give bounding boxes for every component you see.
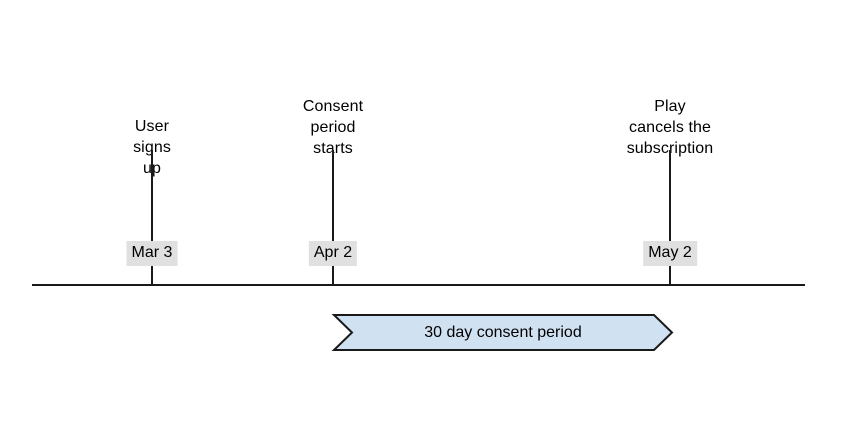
event-label: Consent period starts xyxy=(302,98,364,157)
event-date-badge: Apr 2 xyxy=(308,241,358,266)
consent-period-banner: 30 day consent period xyxy=(331,314,674,351)
event-tick-mark xyxy=(669,150,671,285)
event-date-badge: Mar 3 xyxy=(126,241,178,266)
event-label: User signs up xyxy=(133,118,171,177)
event-tick-mark xyxy=(151,150,153,285)
chevron-arrow-icon xyxy=(331,314,674,351)
event-label: Play cancels the subscription xyxy=(626,98,714,157)
event-tick-mark xyxy=(332,150,334,285)
timeline-axis-line xyxy=(32,284,805,286)
event-date-badge: May 2 xyxy=(643,241,697,266)
